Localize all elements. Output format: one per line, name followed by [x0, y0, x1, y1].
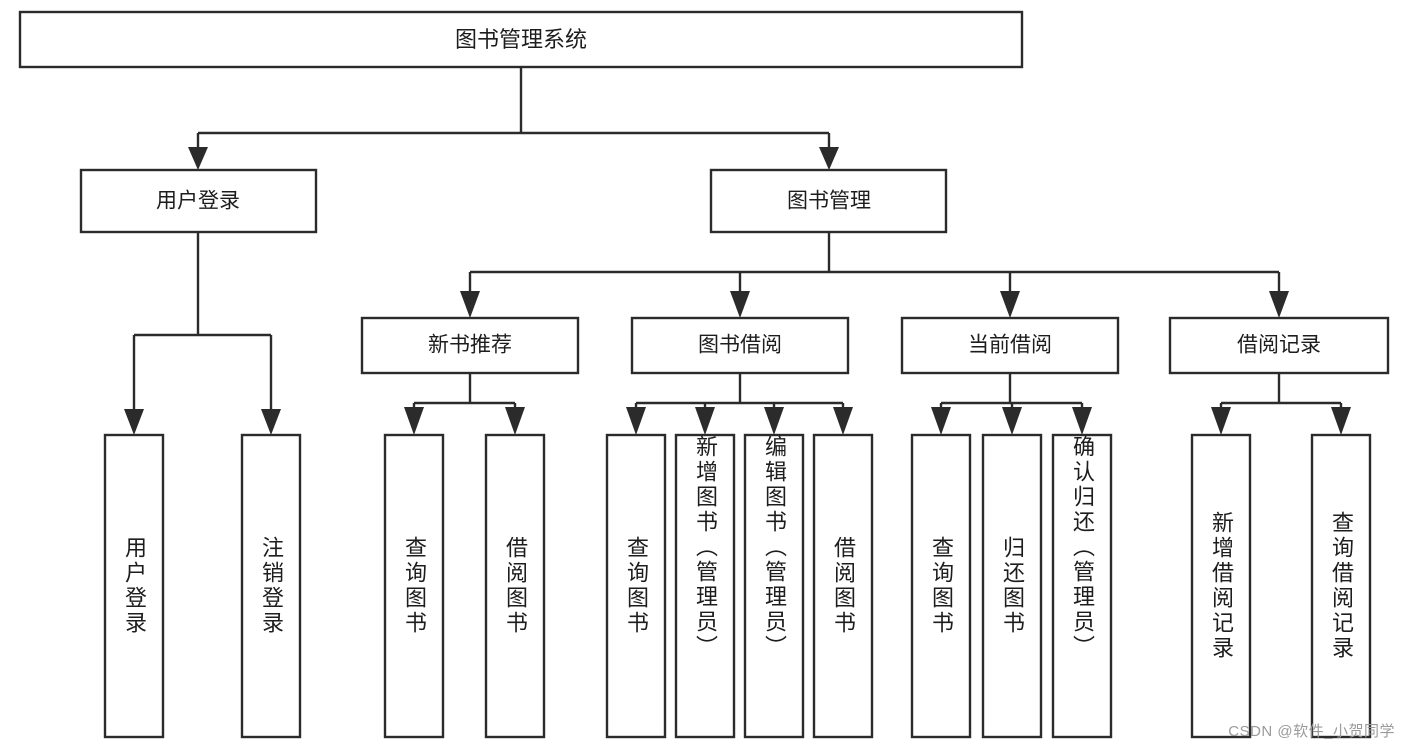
leaf-box-group: [103, 433, 1372, 739]
node-new-book-rec[interactable]: 新书推荐: [360, 316, 580, 375]
arrow-head-book-borrow: [730, 291, 750, 318]
node-box-book-borrow: [630, 316, 850, 375]
node-label-book-manage: 图书管理: [787, 190, 871, 213]
csdn-watermark: CSDN @软件_小贺同学: [1228, 723, 1395, 740]
node-box-current-borrow: [900, 316, 1120, 375]
node-label-title: 图书管理系统: [455, 27, 587, 52]
node-box-leaf-add-record[interactable]: [1190, 433, 1252, 739]
node-box-leaf-query-book-3[interactable]: [910, 433, 972, 739]
node-label-book-borrow: 图书借阅: [698, 334, 782, 357]
connector-group-borrow-record: [1211, 373, 1351, 435]
arrow-head-current-borrow: [1000, 291, 1020, 318]
node-borrow-record[interactable]: 借阅记录: [1168, 316, 1390, 375]
node-box-borrow-record: [1168, 316, 1390, 375]
arrow-head-new-book-rec: [460, 291, 480, 318]
connector-group-book-borrow: [626, 373, 853, 435]
arrow-head-book-manage: [819, 147, 839, 170]
connector-group-user-login: [124, 232, 281, 435]
node-title-system[interactable]: 图书管理系统: [18, 10, 1024, 69]
node-box-leaf-edit-book[interactable]: [743, 433, 805, 739]
node-box-new-book-rec: [360, 316, 580, 375]
arrow-head-user-login: [188, 147, 208, 170]
node-box-leaf-confirm-return[interactable]: [1051, 433, 1113, 739]
node-box-leaf-user-login[interactable]: [103, 433, 165, 739]
node-label-new-book-rec: 新书推荐: [428, 334, 512, 357]
connector-group-root: [188, 67, 839, 170]
node-box-leaf-query-book-2[interactable]: [605, 433, 667, 739]
node-box-leaf-query-record[interactable]: [1310, 433, 1372, 739]
node-label-user-login: 用户登录: [156, 190, 240, 213]
connector-group-book-manage: [460, 232, 1289, 318]
node-box-leaf-query-book-1[interactable]: [383, 433, 445, 739]
node-box-book-manage: [709, 168, 948, 234]
node-box-title: [18, 10, 1024, 69]
node-box-leaf-return-book[interactable]: [981, 433, 1043, 739]
arrow-head-borrow-record: [1269, 291, 1289, 318]
node-box-leaf-add-book[interactable]: [674, 433, 736, 739]
node-label-current-borrow: 当前借阅: [968, 334, 1052, 357]
arrow-head-leaf-confirm-return: [1072, 407, 1092, 435]
node-box-user-login: [79, 168, 318, 234]
connector-group-current-borrow: [931, 373, 1092, 435]
node-book-borrow[interactable]: 图书借阅: [630, 316, 850, 375]
arrow-head-leaf-query-book-1: [404, 407, 424, 435]
node-label-borrow-record: 借阅记录: [1237, 334, 1321, 357]
arrow-head-leaf-user-logout: [261, 409, 281, 435]
arrow-head-leaf-borrow-book-1: [505, 407, 525, 435]
arrow-head-leaf-add-book: [695, 407, 715, 435]
connector-group-new-book-rec: [404, 373, 525, 435]
arrow-head-leaf-query-book-3: [931, 407, 951, 435]
arrow-head-leaf-query-record: [1331, 407, 1351, 435]
arrow-head-leaf-return-book: [1002, 407, 1022, 435]
arrow-head-leaf-query-book-2: [626, 407, 646, 435]
arrow-head-leaf-borrow-book-2: [833, 407, 853, 435]
node-box-leaf-borrow-book-2[interactable]: [812, 433, 874, 739]
arrow-head-leaf-user-login: [124, 409, 144, 435]
node-user-login[interactable]: 用户登录: [79, 168, 318, 234]
node-book-manage[interactable]: 图书管理: [709, 168, 948, 234]
node-current-borrow[interactable]: 当前借阅: [900, 316, 1120, 375]
node-box-leaf-borrow-book-1[interactable]: [484, 433, 546, 739]
node-box-leaf-user-logout[interactable]: [240, 433, 302, 739]
arrow-head-leaf-edit-book: [764, 407, 784, 435]
arrow-head-leaf-add-record: [1211, 407, 1231, 435]
